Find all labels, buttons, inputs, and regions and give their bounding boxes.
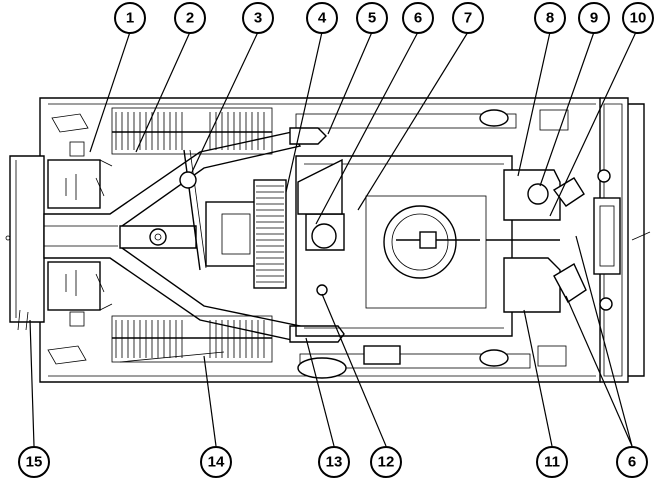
upper-suspension bbox=[111, 107, 273, 155]
winch-drum bbox=[205, 179, 287, 289]
callout-6-bottom-label: 6 bbox=[628, 454, 636, 471]
callout-11-label: 11 bbox=[544, 454, 560, 471]
callout-12-label: 12 bbox=[378, 454, 395, 471]
callout-4: 4 bbox=[306, 2, 338, 34]
a-frame bbox=[43, 127, 345, 343]
callout-14-label: 14 bbox=[208, 454, 225, 471]
rail-details bbox=[47, 109, 569, 379]
callout-9-label: 9 bbox=[590, 10, 598, 27]
callout-6-top: 6 bbox=[402, 2, 434, 34]
front-plate bbox=[5, 155, 45, 331]
callout-6-bottom: 6 bbox=[616, 446, 648, 478]
callout-13: 13 bbox=[318, 446, 350, 478]
callout-3: 3 bbox=[242, 2, 274, 34]
callout-2: 2 bbox=[174, 2, 206, 34]
callout-15-label: 15 bbox=[26, 454, 43, 471]
callout-7: 7 bbox=[452, 2, 484, 34]
callout-14: 14 bbox=[200, 446, 232, 478]
callout-1: 1 bbox=[114, 2, 146, 34]
callout-4-label: 4 bbox=[318, 10, 327, 27]
callout-1-label: 1 bbox=[126, 10, 134, 27]
callout-11: 11 bbox=[536, 446, 568, 478]
callout-6-top-label: 6 bbox=[414, 10, 422, 27]
callout-2-label: 2 bbox=[186, 10, 194, 27]
callout-10: 10 bbox=[622, 2, 654, 34]
callout-13-label: 13 bbox=[326, 454, 343, 471]
callout-15: 15 bbox=[18, 446, 50, 478]
right-hatches bbox=[486, 169, 621, 313]
callout-12: 12 bbox=[370, 446, 402, 478]
callout-7-label: 7 bbox=[464, 10, 472, 27]
callout-8-label: 8 bbox=[546, 10, 554, 27]
callout-5-label: 5 bbox=[368, 10, 376, 27]
callout-10-label: 10 bbox=[630, 10, 647, 27]
callout-3-label: 3 bbox=[254, 10, 262, 27]
main-deck bbox=[295, 155, 513, 337]
callout-5: 5 bbox=[356, 2, 388, 34]
callout-9: 9 bbox=[578, 2, 610, 34]
leader-lines bbox=[29, 31, 637, 447]
lower-suspension bbox=[111, 315, 273, 363]
callout-8: 8 bbox=[534, 2, 566, 34]
front-compartments bbox=[47, 141, 113, 327]
